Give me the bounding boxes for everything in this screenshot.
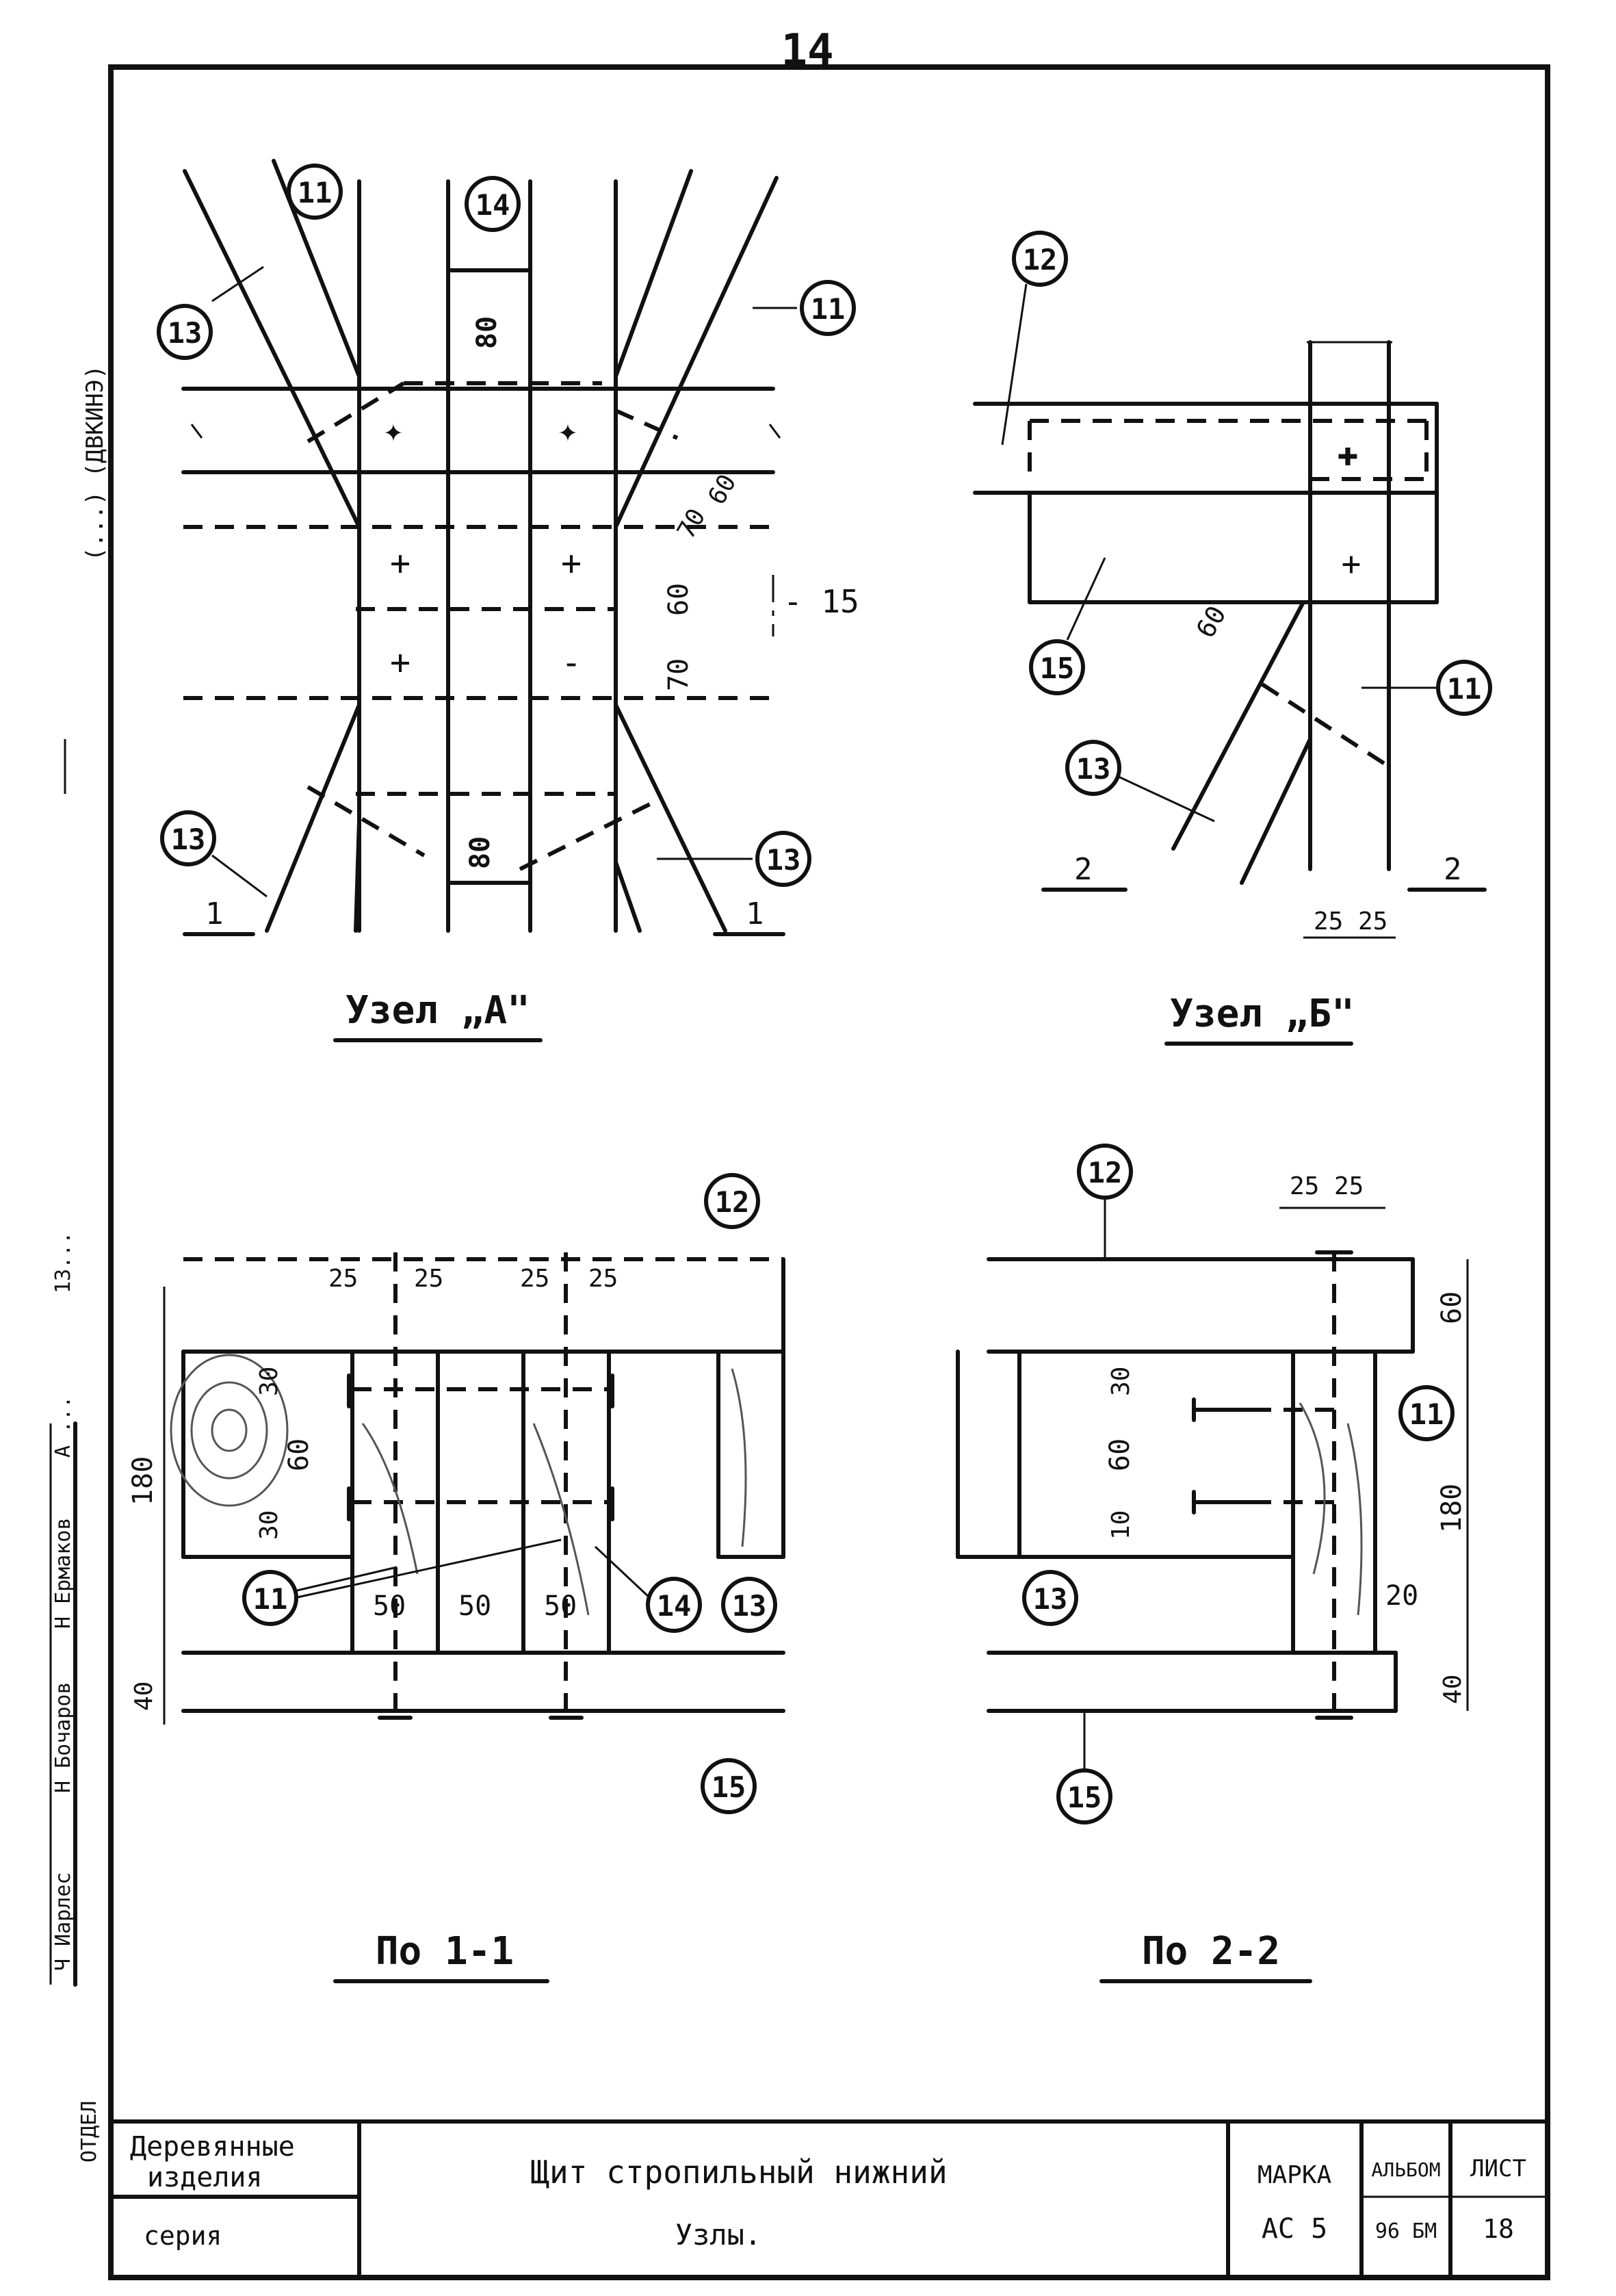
- s1-callout-13: 13: [732, 1589, 767, 1623]
- s2-dim-25a: 25: [1290, 1172, 1319, 1200]
- margin-top-label: (...) (ДВКИНЭ): [81, 365, 109, 561]
- node-a-callout-13-top: 13: [168, 316, 203, 350]
- s2-callout-13: 13: [1033, 1582, 1068, 1616]
- marka-value: АС 5: [1262, 2213, 1327, 2245]
- node-b-view: ✚ + 60 12 15 11 13 2 2 25 25 Узел „Б": [973, 231, 1492, 1046]
- node-a-title: Узел „А": [346, 988, 530, 1033]
- svg-text:+: +: [561, 543, 582, 583]
- node-a-callout-11-right: 11: [811, 292, 846, 326]
- node-b-callout-12: 12: [1023, 243, 1058, 276]
- node-a-dim-5: 60: [703, 469, 742, 509]
- node-b-dim-60: 60: [1190, 601, 1232, 643]
- marka-label: МАРКА: [1257, 2161, 1332, 2189]
- svg-text:✚: ✚: [1337, 433, 1358, 474]
- category-line1: Деревянные: [130, 2131, 295, 2163]
- sheet-value: 18: [1483, 2214, 1514, 2244]
- node-a-dim-3: 60: [663, 583, 694, 616]
- s2-dim-60-right: 60: [1436, 1291, 1468, 1324]
- svg-text:✦: ✦: [558, 411, 578, 450]
- svg-text:+: +: [1342, 545, 1361, 583]
- s1-dim-50a: 50: [373, 1590, 406, 1622]
- s2-callout-12: 12: [1088, 1156, 1123, 1189]
- s1-dim-60: 60: [283, 1439, 315, 1471]
- s1-dim-30a: 30: [255, 1367, 283, 1396]
- node-b-callout-13: 13: [1076, 752, 1111, 786]
- series-label: серия: [144, 2221, 222, 2251]
- sheet-label: ЛИСТ: [1470, 2155, 1526, 2182]
- node-a-dim-4: 70: [663, 658, 694, 691]
- s2-dim-20: 20: [1385, 1580, 1418, 1612]
- stamp-label-2: Н Бочаров: [51, 1681, 75, 1793]
- otdel-label: ОТДЕЛ: [77, 2101, 101, 2163]
- node-b-title: Узел „Б": [1170, 992, 1355, 1036]
- sheet-title: Щит стропильный нижний: [530, 2154, 947, 2191]
- s1-callout-12: 12: [715, 1185, 750, 1219]
- s1-dim-25b: 25: [414, 1265, 443, 1293]
- s2-callout-11: 11: [1409, 1397, 1444, 1431]
- stamp-label-5: 13...: [51, 1232, 75, 1293]
- stamp-label-4: А ...: [51, 1396, 75, 1458]
- section-2-title: По 2-2: [1142, 1929, 1280, 1974]
- s2-dim-30: 30: [1107, 1367, 1135, 1396]
- drawing-frame: [108, 64, 1550, 2280]
- node-a-dim-2: 70: [672, 504, 711, 543]
- node-b-section-mark-2: 2: [1444, 852, 1462, 887]
- node-a-view: ✦ ✦ + + + - 1 1 - 15 80 70 60 70 60 80 1…: [157, 159, 859, 1042]
- s1-dim-180: 180: [127, 1456, 159, 1506]
- node-a-callout-11-left: 11: [298, 176, 333, 209]
- section-1-view: 25 25 25 25 30 60 30 180 40 50 50 50 12 …: [127, 1173, 785, 1983]
- album-value: 96 БМ: [1375, 2219, 1437, 2243]
- svg-text:-: -: [561, 643, 582, 682]
- left-margin: (...) (ДВКИНЭ) Ч Иарлес Н Бочаров Н Ерма…: [49, 365, 109, 2163]
- sheet-subtitle: Узлы.: [675, 2218, 761, 2252]
- node-a-callout-13-bottom-left: 13: [171, 823, 206, 856]
- section-1-wood-grain: [170, 1354, 747, 1616]
- s1-dim-40: 40: [130, 1681, 158, 1711]
- s1-callout-14: 14: [657, 1589, 692, 1623]
- node-b-dim-25a: 25: [1314, 907, 1343, 936]
- node-a-dim-6: 80: [465, 836, 496, 869]
- s2-dim-40: 40: [1439, 1675, 1467, 1704]
- s1-dim-30b: 30: [255, 1510, 283, 1540]
- s1-dim-25a: 25: [328, 1265, 358, 1293]
- node-a-section-mark-1: 1: [205, 897, 224, 931]
- node-b-section-mark-1: 2: [1074, 852, 1093, 887]
- stamp-label-1: Ч Иарлес: [51, 1872, 75, 1972]
- album-label: АЛЬБОМ: [1371, 2158, 1440, 2181]
- node-a-callout-14: 14: [475, 188, 510, 222]
- section-1-title: По 1-1: [376, 1929, 514, 1974]
- node-a-axis-label: - 15: [783, 583, 859, 620]
- svg-text:+: +: [390, 643, 410, 682]
- node-b-dim-25b: 25: [1358, 907, 1387, 936]
- node-a-dim-1: 80: [471, 316, 503, 349]
- node-b-callout-15: 15: [1040, 652, 1075, 685]
- node-a-callout-13-bottom-right: 13: [766, 843, 801, 877]
- title-block: Деревянные изделия серия Щит стропильный…: [109, 2119, 1550, 2280]
- node-a-section-mark-2: 1: [746, 897, 764, 931]
- svg-text:+: +: [390, 543, 410, 583]
- s1-dim-50b: 50: [458, 1590, 491, 1622]
- s2-dim-10: 10: [1107, 1510, 1135, 1540]
- stamp-label-3: Н Ермаков: [51, 1517, 75, 1629]
- category-line2: изделия: [147, 2162, 263, 2193]
- s2-dim-180: 180: [1436, 1484, 1468, 1533]
- s1-callout-15: 15: [712, 1770, 746, 1804]
- s2-dim-25b: 25: [1334, 1172, 1364, 1200]
- s1-dim-25c: 25: [520, 1265, 549, 1293]
- node-b-callout-11: 11: [1447, 672, 1482, 706]
- s1-dim-50c: 50: [544, 1590, 577, 1622]
- s2-dim-60-mid: 60: [1104, 1439, 1136, 1471]
- s1-dim-25d: 25: [588, 1265, 618, 1293]
- section-2-view: 25 25 60 30 60 10 180 20 40 12 11 13 15 …: [956, 1144, 1469, 1983]
- svg-text:✦: ✦: [384, 411, 404, 450]
- s1-callout-11: 11: [253, 1582, 288, 1616]
- s2-callout-15: 15: [1067, 1781, 1102, 1814]
